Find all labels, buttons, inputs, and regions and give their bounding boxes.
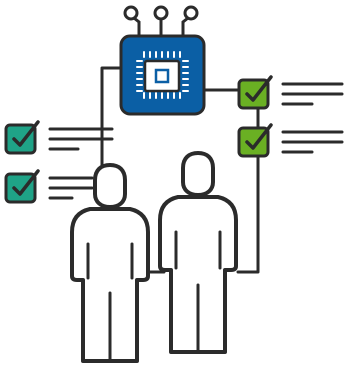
chip-antennas — [123, 5, 199, 38]
chip-core — [143, 59, 181, 93]
connector-chip-right — [202, 88, 260, 274]
checkbox-teal-icon — [4, 172, 37, 204]
connector-chip-left — [100, 66, 123, 170]
person-left-head — [93, 163, 127, 209]
text-lines — [48, 127, 114, 151]
person-left-body — [70, 207, 150, 363]
checkmark-icon — [245, 75, 273, 102]
person-right-head — [181, 151, 215, 197]
checkmark-icon — [12, 169, 40, 196]
checklist-right — [237, 75, 344, 158]
checklist-left — [4, 120, 114, 204]
text-lines — [281, 82, 344, 106]
checklist-item-left-2 — [4, 169, 94, 204]
checkbox-green-icon — [237, 126, 270, 158]
text-lines — [48, 176, 94, 200]
person-right-details — [174, 230, 222, 352]
checklist-item-left-1 — [4, 120, 114, 155]
chip-core-inner — [154, 68, 170, 84]
chip-pins — [136, 51, 189, 99]
microchip-icon — [119, 34, 206, 116]
checklist-item-right-2 — [237, 123, 344, 158]
checkmark-icon — [12, 120, 40, 147]
person-right-icon — [158, 151, 238, 354]
person-right-body — [158, 195, 238, 354]
checkbox-green-icon — [237, 78, 270, 110]
person-left-icon — [70, 163, 150, 363]
checklist-item-right-1 — [237, 75, 344, 110]
checkmark-icon — [245, 123, 273, 150]
person-left-details — [86, 242, 134, 361]
checkbox-teal-icon — [4, 123, 37, 155]
text-lines — [281, 130, 344, 154]
